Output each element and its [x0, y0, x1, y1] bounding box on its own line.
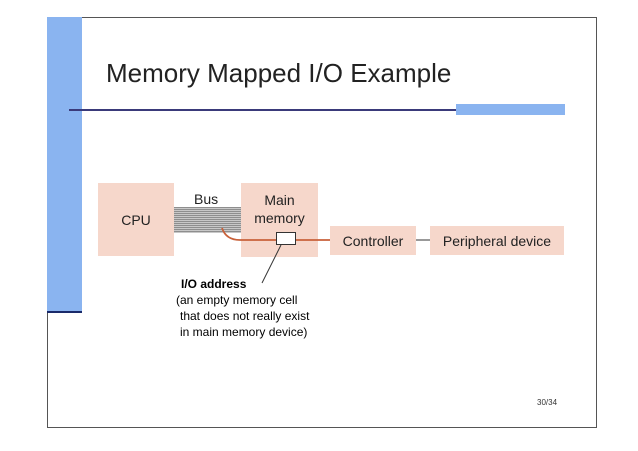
main-memory-box: Main memory — [241, 183, 318, 257]
annotation-line-2: that does not really exist — [180, 309, 310, 323]
controller-box: Controller — [330, 226, 416, 255]
slide-title: Memory Mapped I/O Example — [106, 58, 452, 88]
page-number: 30/34 — [537, 398, 558, 407]
cpu-box: CPU — [98, 183, 174, 256]
main-memory-label-line2: memory — [254, 210, 305, 226]
peripheral-device-box: Peripheral device — [430, 226, 564, 255]
annotation-pointer — [261, 244, 282, 284]
peripheral-label: Peripheral device — [442, 232, 552, 249]
bus-lines — [174, 207, 241, 233]
cpu-label: CPU — [121, 211, 151, 228]
left-accent-tick — [47, 311, 82, 313]
main-memory-label-line1: Main — [264, 192, 295, 208]
annotation-title: I/O address — [181, 277, 247, 291]
bus-label: Bus — [194, 191, 219, 207]
io-address-cell — [276, 232, 296, 245]
bus-to-io-wire — [221, 227, 276, 241]
annotation-line-3: in main memory device) — [180, 325, 308, 339]
annotation-line-1: (an empty memory cell — [176, 293, 298, 307]
title-accent-block — [456, 104, 565, 115]
controller-label: Controller — [342, 232, 404, 249]
left-accent-bar — [47, 17, 82, 313]
title-rule — [69, 109, 564, 111]
